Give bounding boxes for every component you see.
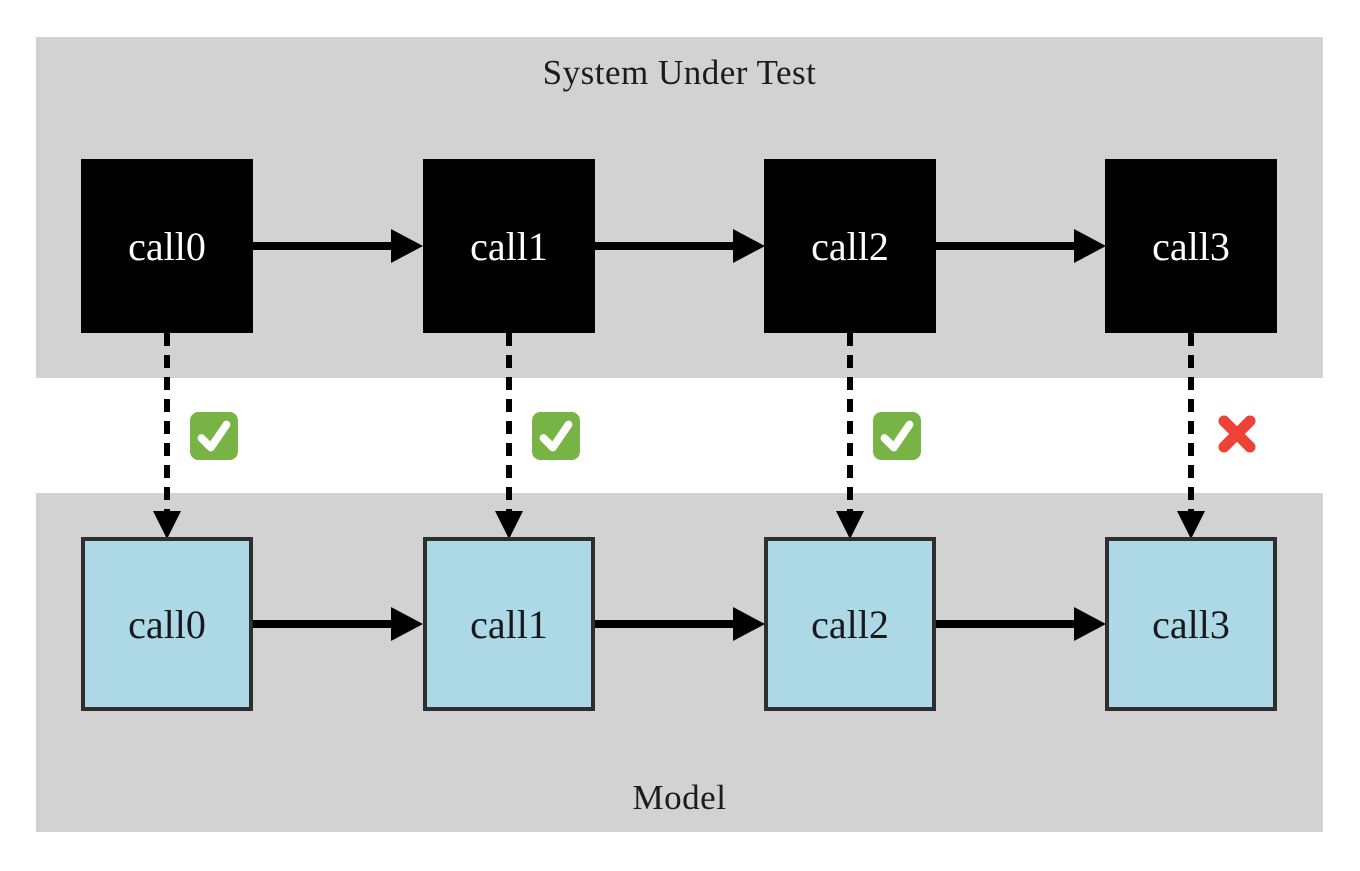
model-node-label: call2	[811, 601, 889, 647]
model-title: Model	[632, 778, 727, 817]
model-arrow-call0-call1	[253, 607, 423, 641]
check-icon	[873, 412, 921, 460]
dashed-line	[847, 333, 853, 513]
arrow-shaft	[253, 242, 395, 250]
arrow-head-icon	[153, 511, 181, 539]
arrow-head-icon	[1074, 229, 1106, 263]
arrow-head-icon	[1074, 607, 1106, 641]
sut-title: System Under Test	[542, 53, 817, 92]
mapping-arrow-call1	[495, 333, 523, 541]
arrow-shaft	[595, 242, 737, 250]
model-node-label: call0	[128, 601, 206, 647]
check-icon	[190, 412, 238, 460]
model-arrow-call2-call3	[936, 607, 1106, 641]
check-icon	[532, 412, 580, 460]
mapping-arrow-call0	[153, 333, 181, 541]
mapping-arrow-call2	[836, 333, 864, 541]
mapping-arrow-call3	[1177, 333, 1205, 541]
sut-node-label: call2	[811, 223, 889, 269]
mapping-status-call2	[872, 411, 922, 461]
mapping-status-call3	[1212, 409, 1262, 459]
arrow-shaft	[936, 242, 1078, 250]
sut-node-label: call3	[1152, 223, 1230, 269]
sut-node-label: call0	[128, 223, 206, 269]
sut-arrow-call2-call3	[936, 229, 1106, 263]
arrow-head-icon	[1177, 511, 1205, 539]
sut-node-label: call1	[470, 223, 548, 269]
arrow-head-icon	[733, 607, 765, 641]
cross-icon	[1218, 415, 1256, 453]
sut-node-call1: call1	[423, 159, 595, 333]
model-node-call1: call1	[423, 537, 595, 711]
model-node-call2: call2	[764, 537, 936, 711]
model-node-label: call3	[1152, 601, 1230, 647]
arrow-head-icon	[836, 511, 864, 539]
sut-node-call2: call2	[764, 159, 936, 333]
mapping-status-call1	[531, 411, 581, 461]
arrow-head-icon	[391, 229, 423, 263]
arrow-head-icon	[733, 229, 765, 263]
mapping-status-call0	[189, 411, 239, 461]
model-node-call3: call3	[1105, 537, 1277, 711]
sut-arrow-call1-call2	[595, 229, 765, 263]
model-node-label: call1	[470, 601, 548, 647]
arrow-head-icon	[495, 511, 523, 539]
model-arrow-call1-call2	[595, 607, 765, 641]
model-node-call0: call0	[81, 537, 253, 711]
sut-node-call0: call0	[81, 159, 253, 333]
arrow-shaft	[936, 620, 1078, 628]
dashed-line	[506, 333, 512, 513]
dashed-line	[164, 333, 170, 513]
arrow-shaft	[253, 620, 395, 628]
arrow-head-icon	[391, 607, 423, 641]
dashed-line	[1188, 333, 1194, 513]
sut-node-call3: call3	[1105, 159, 1277, 333]
arrow-shaft	[595, 620, 737, 628]
sut-arrow-call0-call1	[253, 229, 423, 263]
